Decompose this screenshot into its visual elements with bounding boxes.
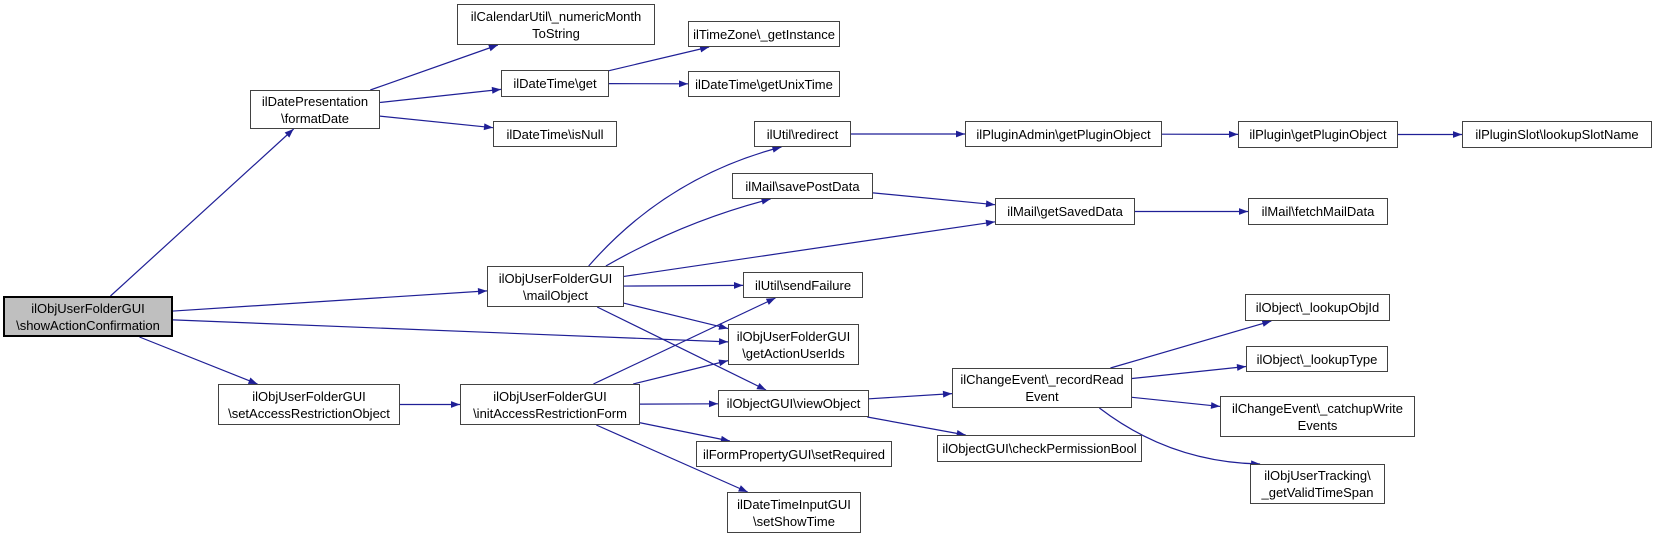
node-label-line: ilPluginSlot\lookupSlotName xyxy=(1475,127,1639,142)
node-sendFailure[interactable]: ilUtil\sendFailure xyxy=(743,272,863,298)
node-getInstance[interactable]: ilTimeZone\_getInstance xyxy=(688,21,840,47)
edge-get-getInstance xyxy=(608,45,710,72)
node-label-line: _getValidTimeSpan xyxy=(1261,485,1374,500)
node-label-line: ilTimeZone\_getInstance xyxy=(693,26,835,42)
node-label-line: ilDateTimeInputGUI xyxy=(737,496,851,512)
node-label-line: \getActionUserIds xyxy=(742,345,845,361)
node-label-line: ilObjUserTracking\ xyxy=(1264,468,1371,483)
node-checkPermissionBool[interactable]: ilObjectGUI\checkPermissionBool xyxy=(937,435,1142,462)
edge-formatDate-get xyxy=(379,86,502,104)
node-lookupType[interactable]: ilObject\_lookupType xyxy=(1246,346,1388,372)
node-getSavedData[interactable]: ilMail\getSavedData xyxy=(995,198,1135,225)
edge-recordReadEvent-catchupWriteEvents xyxy=(1131,396,1221,409)
node-label-line: ToString xyxy=(532,25,580,41)
node-lookupObjId[interactable]: ilObject\_lookupObjId xyxy=(1245,294,1390,321)
node-viewObject[interactable]: ilObjectGUI\viewObject xyxy=(718,390,869,417)
edge-formatDate-numericMonthToString xyxy=(370,44,499,91)
edge-mailObject-getActionUserIds xyxy=(623,302,729,330)
node-showActionConfirmation: ilObjUserFolderGUI\showActionConfirmatio… xyxy=(3,296,173,337)
node-label-line: Event xyxy=(1025,389,1059,404)
edge-recordReadEvent-lookupObjId xyxy=(1110,320,1272,369)
node-label-line: ilObjUserFolderGUI xyxy=(736,328,851,344)
edge-recordReadEvent-getValidTimeSpan xyxy=(1099,407,1261,468)
node-savePostData[interactable]: ilMail\savePostData xyxy=(732,173,873,199)
edge-recordReadEvent-lookupType xyxy=(1131,364,1247,380)
node-label-line: \setAccessRestrictionObject xyxy=(228,405,390,421)
node-getUnixTime[interactable]: ilDateTime\getUnixTime xyxy=(688,71,840,97)
node-redirect[interactable]: ilUtil\redirect xyxy=(754,121,851,147)
edge-initAccessRestrictionForm-setRequired xyxy=(639,422,731,443)
node-initAccessRestrictionForm[interactable]: ilObjUserFolderGUI\initAccessRestriction… xyxy=(460,384,640,425)
edge-savePostData-getSavedData xyxy=(872,192,996,208)
node-label-line: ilUtil\sendFailure xyxy=(754,277,852,293)
node-fetchMailData[interactable]: ilMail\fetchMailData xyxy=(1248,198,1388,225)
node-isNull[interactable]: ilDateTime\isNull xyxy=(493,121,617,147)
edge-mailObject-getSavedData xyxy=(623,219,996,278)
node-label-line: ilMail\getSavedData xyxy=(1007,204,1123,219)
edge-showActionConfirmation-formatDate xyxy=(110,128,295,297)
node-label-line: ilDateTime\isNull xyxy=(506,126,604,142)
node-label-line: ilMail\savePostData xyxy=(745,178,860,194)
node-get[interactable]: ilDateTime\get xyxy=(501,70,609,97)
node-label-line: ilUtil\redirect xyxy=(766,126,839,142)
node-setRequired[interactable]: ilFormPropertyGUI\setRequired xyxy=(696,441,892,467)
node-label-line: ilObject\_lookupObjId xyxy=(1255,300,1380,315)
edge-showActionConfirmation-getActionUserIds xyxy=(172,319,729,345)
node-getValidTimeSpan[interactable]: ilObjUserTracking\ _getValidTimeSpan xyxy=(1250,464,1385,504)
edge-initAccessRestrictionForm-getActionUserIds xyxy=(633,359,729,385)
node-label-line: \formatDate xyxy=(281,110,349,126)
edge-initAccessRestrictionForm-sendFailure xyxy=(593,297,776,385)
node-setShowTime[interactable]: ilDateTimeInputGUI\setShowTime xyxy=(727,492,861,533)
node-getActionUserIds[interactable]: ilObjUserFolderGUI\getActionUserIds xyxy=(728,324,859,365)
node-label-line: \setShowTime xyxy=(753,513,835,529)
node-label-line: \initAccessRestrictionForm xyxy=(473,405,627,421)
node-label-line: ilObjUserFolderGUI xyxy=(498,270,613,286)
node-label-line: ilChangeEvent\_catchupWrite xyxy=(1231,400,1404,416)
node-label-line: ilChangeEvent\_recordRead xyxy=(960,372,1124,387)
node-label-line: ilObjUserFolderGUI xyxy=(31,300,145,316)
edge-viewObject-recordReadEvent xyxy=(868,390,953,400)
node-label-line: \showActionConfirmation xyxy=(16,317,160,333)
edge-showActionConfirmation-setAccessRestrictionObject xyxy=(139,336,258,385)
node-setAccessRestrictionObject[interactable]: ilObjUserFolderGUI\setAccessRestrictionO… xyxy=(218,384,400,425)
node-label-line: ilObject\_lookupType xyxy=(1256,351,1378,367)
node-label-line: ilCalendarUtil\_numericMonth xyxy=(470,8,642,24)
node-label-line: ilDatePresentation xyxy=(261,93,369,109)
edge-viewObject-checkPermissionBool xyxy=(867,416,966,437)
edge-formatDate-isNull xyxy=(379,115,494,131)
node-label-line: ilObjUserFolderGUI xyxy=(493,388,607,404)
node-label-line: ilDateTime\get xyxy=(513,76,597,91)
node-label-line: ilObjectGUI\checkPermissionBool xyxy=(942,441,1137,456)
node-label-line: ilObjectGUI\viewObject xyxy=(726,396,861,411)
node-formatDate[interactable]: ilDatePresentation\formatDate xyxy=(250,90,380,129)
edge-mailObject-redirect xyxy=(588,145,782,267)
edge-mailObject-viewObject xyxy=(596,306,767,391)
node-label-line: ilMail\fetchMailData xyxy=(1261,204,1375,219)
node-lookupSlotName[interactable]: ilPluginSlot\lookupSlotName xyxy=(1462,121,1652,148)
edge-initAccessRestrictionForm-setShowTime xyxy=(596,424,748,493)
edge-mailObject-savePostData xyxy=(605,197,771,267)
node-mailObject[interactable]: ilObjUserFolderGUI\mailObject xyxy=(487,266,624,307)
edge-mailObject-sendFailure xyxy=(623,281,744,289)
node-pluginAdminGetPluginObject[interactable]: ilPluginAdmin\getPluginObject xyxy=(965,121,1162,147)
edge-showActionConfirmation-mailObject xyxy=(172,288,488,312)
node-label-line: ilFormPropertyGUI\setRequired xyxy=(702,446,886,462)
node-label-line: ilObjUserFolderGUI xyxy=(252,388,366,404)
node-label-line: ilDateTime\getUnixTime xyxy=(695,76,833,92)
node-pluginGetPluginObject[interactable]: ilPlugin\getPluginObject xyxy=(1238,121,1398,148)
node-label-line: ilPlugin\getPluginObject xyxy=(1249,127,1387,142)
node-label-line: Events xyxy=(1297,417,1338,433)
node-label-line: \mailObject xyxy=(522,287,589,303)
node-label-line: ilPluginAdmin\getPluginObject xyxy=(976,126,1151,142)
